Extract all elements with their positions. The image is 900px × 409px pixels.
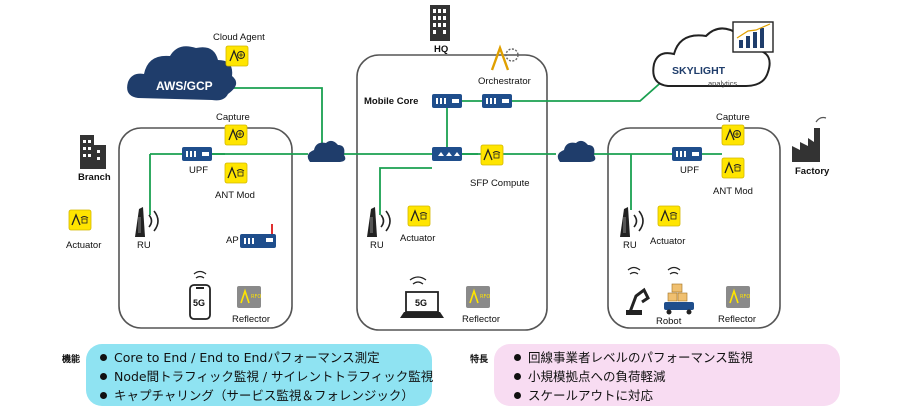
- branch-capture-label: Capture: [216, 112, 250, 123]
- branch-phone-icon: [189, 270, 211, 320]
- analytics-chart-icon: [732, 21, 774, 53]
- branch-ant-mod-icon: [224, 162, 248, 184]
- factory-upf-device-icon: [672, 147, 702, 161]
- factory-upf-label: UPF: [680, 165, 699, 176]
- link-cloud-left-icon: [307, 140, 346, 162]
- branch-building-icon: [80, 135, 106, 169]
- cloud-agent-module-icon: [225, 45, 249, 67]
- factory-capture-label: Capture: [716, 112, 750, 123]
- branch-ap-label: AP: [226, 235, 239, 246]
- hq-switch-icon: [432, 147, 462, 161]
- features-left-item: Core to End / End to Endパフォーマンス測定: [96, 348, 432, 367]
- branch-reflector-label: Reflector: [232, 314, 270, 325]
- factory-ant-mod-label: ANT Mod: [713, 186, 753, 197]
- factory-capture-module-icon: [721, 124, 745, 146]
- mobile-core-label: Mobile Core: [364, 96, 418, 107]
- hq-building-icon: [430, 5, 450, 41]
- hq-laptop-5g-badge: 5G: [415, 298, 427, 308]
- branch-phone-5g-badge: 5G: [193, 298, 205, 308]
- features-right-item: 回線事業者レベルのパフォーマンス監視: [510, 348, 840, 367]
- features-left-item: Node間トラフィック監視 / サイレントトラフィック監視: [96, 367, 433, 386]
- factory-building-icon: [792, 116, 827, 162]
- aws-gcp-cloud-icon: [127, 46, 237, 101]
- sfp-compute-module-icon: [480, 144, 504, 166]
- features-left-label: 機能: [62, 355, 81, 365]
- branch-ant-mod-label: ANT Mod: [215, 190, 255, 201]
- factory-ant-mod-icon: [721, 157, 745, 179]
- factory-site-box: [607, 127, 781, 329]
- branch-actuator-outside-label: Actuator: [66, 240, 101, 251]
- branch-ru-icon: [134, 206, 159, 238]
- features-right-item: 小規模拠点への負荷軽減: [510, 367, 840, 386]
- branch-label: Branch: [78, 172, 111, 183]
- hq-reflector-icon: [465, 285, 492, 309]
- hq-laptop-icon: [400, 276, 444, 318]
- branch-upf-label: UPF: [189, 165, 208, 176]
- hq-label: HQ: [434, 44, 448, 55]
- features-left-item: キャプチャリング（サービス監視＆フォレンジック）: [96, 386, 432, 405]
- orchestrator-device-icon: [482, 94, 512, 108]
- mobile-core-device-icon: [432, 94, 462, 108]
- hq-actuator-module-icon: [407, 205, 431, 227]
- branch-upf-device-icon: [182, 147, 212, 161]
- hq-ru-icon: [366, 206, 391, 238]
- branch-actuator-outside-icon: [68, 209, 92, 231]
- factory-robot-icon: [626, 266, 694, 315]
- network-links: [149, 69, 722, 215]
- features-left-panel: Core to End / End to Endパフォーマンス測定 Node間ト…: [86, 344, 433, 406]
- hq-reflector-label: Reflector: [462, 314, 500, 325]
- branch-capture-module-icon: [224, 124, 248, 146]
- branch-reflector-icon: [236, 285, 263, 309]
- skylight-sub-label: analytics: [708, 79, 737, 88]
- features-right-item: スケールアウトに対応: [510, 386, 840, 405]
- hq-actuator-label: Actuator: [400, 233, 435, 244]
- branch-site-box: [118, 127, 293, 329]
- branch-ru-label: RU: [137, 240, 151, 251]
- link-cloud-right-icon: [557, 140, 596, 162]
- factory-robot-label: Robot: [656, 316, 682, 327]
- factory-label: Factory: [795, 166, 830, 177]
- hq-site-box: [356, 54, 548, 331]
- factory-ru-icon: [619, 206, 644, 238]
- cloud-agent-label: Cloud Agent: [213, 32, 265, 43]
- hq-ru-label: RU: [370, 240, 384, 251]
- factory-actuator-module-icon: [657, 205, 681, 227]
- features-right-panel: 回線事業者レベルのパフォーマンス監視 小規模拠点への負荷軽減 スケールアウトに対…: [494, 344, 840, 406]
- factory-actuator-label: Actuator: [650, 236, 685, 247]
- orchestrator-icon: [490, 44, 519, 71]
- aws-gcp-label: AWS/GCP: [156, 79, 213, 93]
- factory-reflector-icon: [725, 285, 752, 309]
- features-right-label: 特長: [470, 355, 489, 365]
- orchestrator-label: Orchestrator: [478, 76, 531, 87]
- skylight-brand-label: SKYLIGHT: [672, 65, 726, 77]
- sfp-compute-label: SFP Compute: [470, 178, 530, 189]
- factory-ru-label: RU: [623, 240, 637, 251]
- factory-reflector-label: Reflector: [718, 314, 756, 325]
- branch-ap-device-icon: [240, 224, 276, 248]
